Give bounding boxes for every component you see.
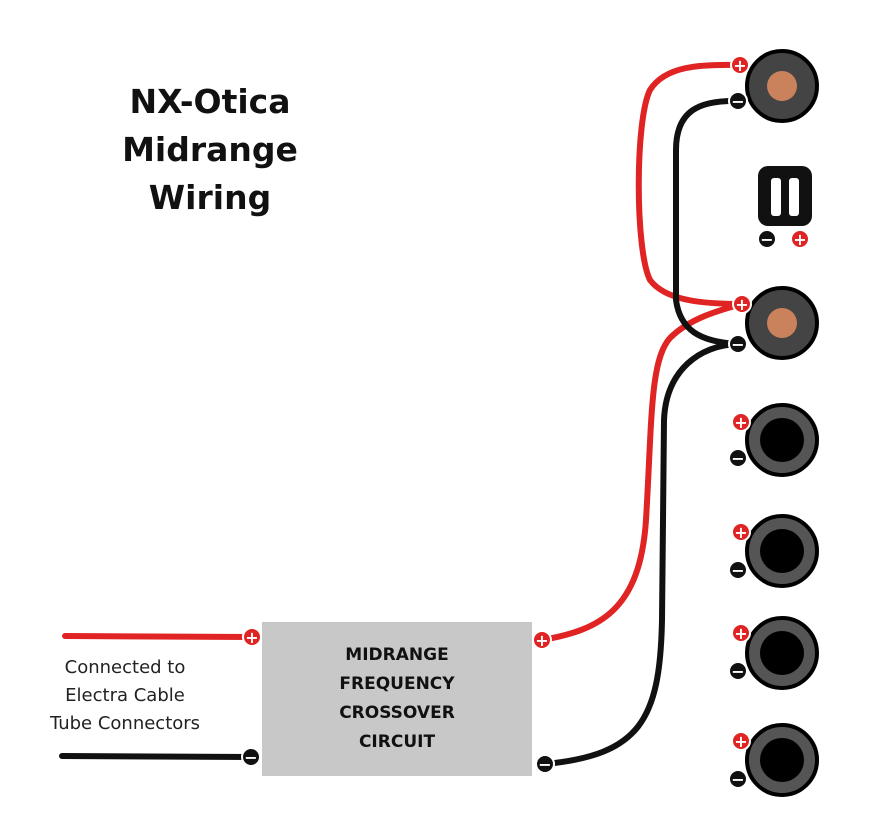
title-line-3: Wiring <box>148 178 272 217</box>
midrange-driver-2: +− <box>728 286 819 360</box>
driver-1-negative-terminal <box>728 91 748 111</box>
driver-6-cone <box>760 738 804 782</box>
driver-3-negative-sign: − <box>731 449 744 468</box>
tweeter-body <box>758 166 812 226</box>
driver-4-negative-sign: − <box>731 561 744 580</box>
woofer-driver-6: +− <box>728 723 819 797</box>
driver-4-positive-terminal <box>731 522 751 542</box>
driver-1-dust-cap <box>767 71 797 101</box>
crossover-label-4: CIRCUIT <box>358 732 436 752</box>
input-note-line-3: Tube Connectors <box>49 713 201 734</box>
crossover-terminals: + − + − <box>241 627 555 774</box>
driver-5-cone <box>760 631 804 675</box>
driver-6-positive-terminal <box>731 731 751 751</box>
wires <box>59 61 745 767</box>
driver-2-negative-sign: − <box>731 335 744 354</box>
driver-5-negative-terminal <box>728 661 748 681</box>
input-note-line-1: Connected to <box>64 657 186 678</box>
driver-2-dust-cap <box>767 308 797 338</box>
mid2-to-mid1-negative-wire <box>673 97 741 347</box>
crossover-label-2: FREQUENCY <box>339 674 455 694</box>
driver-5-positive-sign: + <box>734 624 747 643</box>
midrange-driver-1: +− <box>728 49 819 123</box>
tweeter-negative-terminal <box>757 229 777 249</box>
driver-6-positive-sign: + <box>734 732 747 751</box>
crossover-label-1: MIDRANGE <box>345 645 449 665</box>
crossover-label-3: CROSSOVER <box>339 703 455 723</box>
crossover-output-negative-sign: − <box>538 755 551 774</box>
crossover-to-mid2-positive-wire <box>539 301 745 643</box>
driver-5-positive-terminal <box>731 623 751 643</box>
driver-1-positive-terminal <box>730 55 750 75</box>
woofer-driver-4: +− <box>728 514 819 588</box>
driver-1-positive-sign: + <box>733 56 746 75</box>
driver-2-positive-sign: + <box>735 295 748 314</box>
title-line-1: NX-Otica <box>129 82 291 121</box>
crossover-input-positive-sign: + <box>245 628 258 647</box>
mid2-to-mid1-positive-wire <box>635 61 745 307</box>
crossover-input-negative-sign: − <box>244 748 257 767</box>
tweeter-slot-right <box>789 178 799 216</box>
tweeter-negative-sign: − <box>760 230 773 249</box>
input-positive-wire <box>62 633 255 640</box>
crossover-input-negative-terminal <box>241 747 261 767</box>
driver-3-positive-sign: + <box>734 413 747 432</box>
crossover-box: MIDRANGE FREQUENCY CROSSOVER CIRCUIT <box>262 622 532 776</box>
input-note: Connected to Electra Cable Tube Connecto… <box>30 654 220 738</box>
driver-1-negative-sign: − <box>731 92 744 111</box>
tweeter-icon: − + <box>757 166 812 249</box>
crossover-output-negative-terminal <box>535 754 555 774</box>
title-line-2: Midrange <box>122 130 298 169</box>
driver-4-positive-sign: + <box>734 523 747 542</box>
driver-5-negative-sign: − <box>731 662 744 681</box>
driver-2-positive-terminal <box>732 294 752 314</box>
diagram-title: NX-Otica Midrange Wiring <box>90 78 330 222</box>
crossover-output-positive-terminal <box>532 630 552 650</box>
input-negative-wire <box>59 753 253 760</box>
tweeter-positive-terminal <box>790 229 810 249</box>
driver-4-negative-terminal <box>728 560 748 580</box>
tweeter-positive-sign: + <box>793 230 806 249</box>
driver-stack: +−+−+−+−+−+− <box>728 49 819 797</box>
driver-6-negative-sign: − <box>731 770 744 789</box>
input-note-line-2: Electra Cable <box>65 685 185 706</box>
driver-3-negative-terminal <box>728 448 748 468</box>
tweeter-slot-left <box>771 178 781 216</box>
driver-6-negative-terminal <box>728 769 748 789</box>
driver-4-cone <box>760 529 804 573</box>
crossover-to-mid2-negative-wire <box>542 341 741 767</box>
crossover-output-positive-sign: + <box>535 631 548 650</box>
driver-3-cone <box>760 418 804 462</box>
driver-2-negative-terminal <box>728 334 748 354</box>
woofer-driver-5: +− <box>728 616 819 690</box>
woofer-driver-3: +− <box>728 403 819 477</box>
driver-3-positive-terminal <box>731 412 751 432</box>
crossover-input-positive-terminal <box>242 627 262 647</box>
